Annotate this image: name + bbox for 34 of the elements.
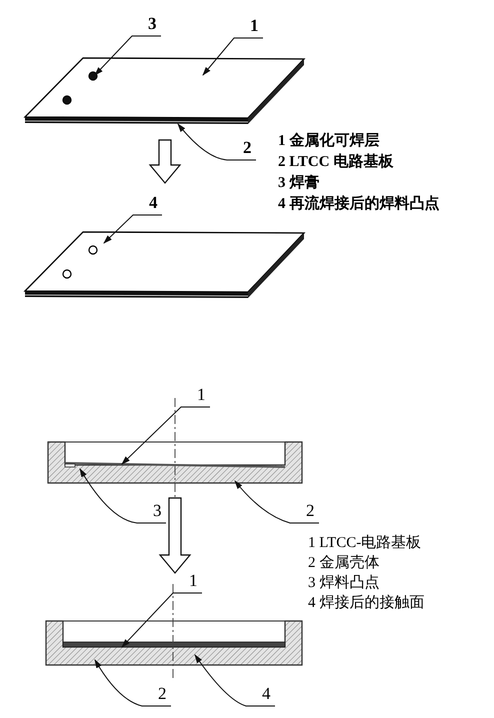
callout-number: 2 (158, 685, 166, 703)
leader-line (202, 38, 264, 76)
leader-line (94, 36, 162, 76)
leader-line (79, 468, 166, 524)
plate-drawing (22, 55, 308, 127)
block-arrow (158, 497, 192, 574)
key-text: 1 金属化可焊层 (278, 133, 380, 150)
key-text: 3 焊料凸点 (308, 575, 380, 592)
callout-number: 1 (189, 572, 198, 590)
callout-number: 1 (250, 17, 258, 35)
key-text: 1 LTCC-电路基板 (308, 535, 422, 552)
key-text: 2 LTCC 电路基板 (278, 154, 394, 171)
callout-number: 4 (149, 194, 158, 212)
callout-number: 2 (306, 502, 314, 520)
housing-section-drawing (46, 440, 304, 485)
block-arrow (148, 139, 182, 184)
callout-number: 1 (197, 386, 206, 404)
callout-number: 2 (243, 139, 252, 157)
callout-number: 3 (148, 15, 156, 33)
leader-line (103, 214, 162, 244)
leader-line (234, 480, 320, 524)
key-text: 4 再流焊接后的焊料凸点 (278, 196, 440, 213)
callout-number: 3 (153, 502, 162, 520)
key-text: 3 焊膏 (278, 175, 320, 192)
leader-line (121, 406, 210, 465)
key-text: 2 金属壳体 (308, 555, 380, 572)
leader-line (121, 592, 202, 648)
leader-line (94, 659, 172, 706)
housing-section-drawing (44, 619, 304, 667)
plate-drawing (22, 229, 308, 301)
key-text: 4 焊接后的接触面 (308, 595, 424, 612)
callout-number: 4 (262, 685, 270, 703)
leader-line (177, 123, 256, 160)
leader-line (194, 654, 276, 706)
